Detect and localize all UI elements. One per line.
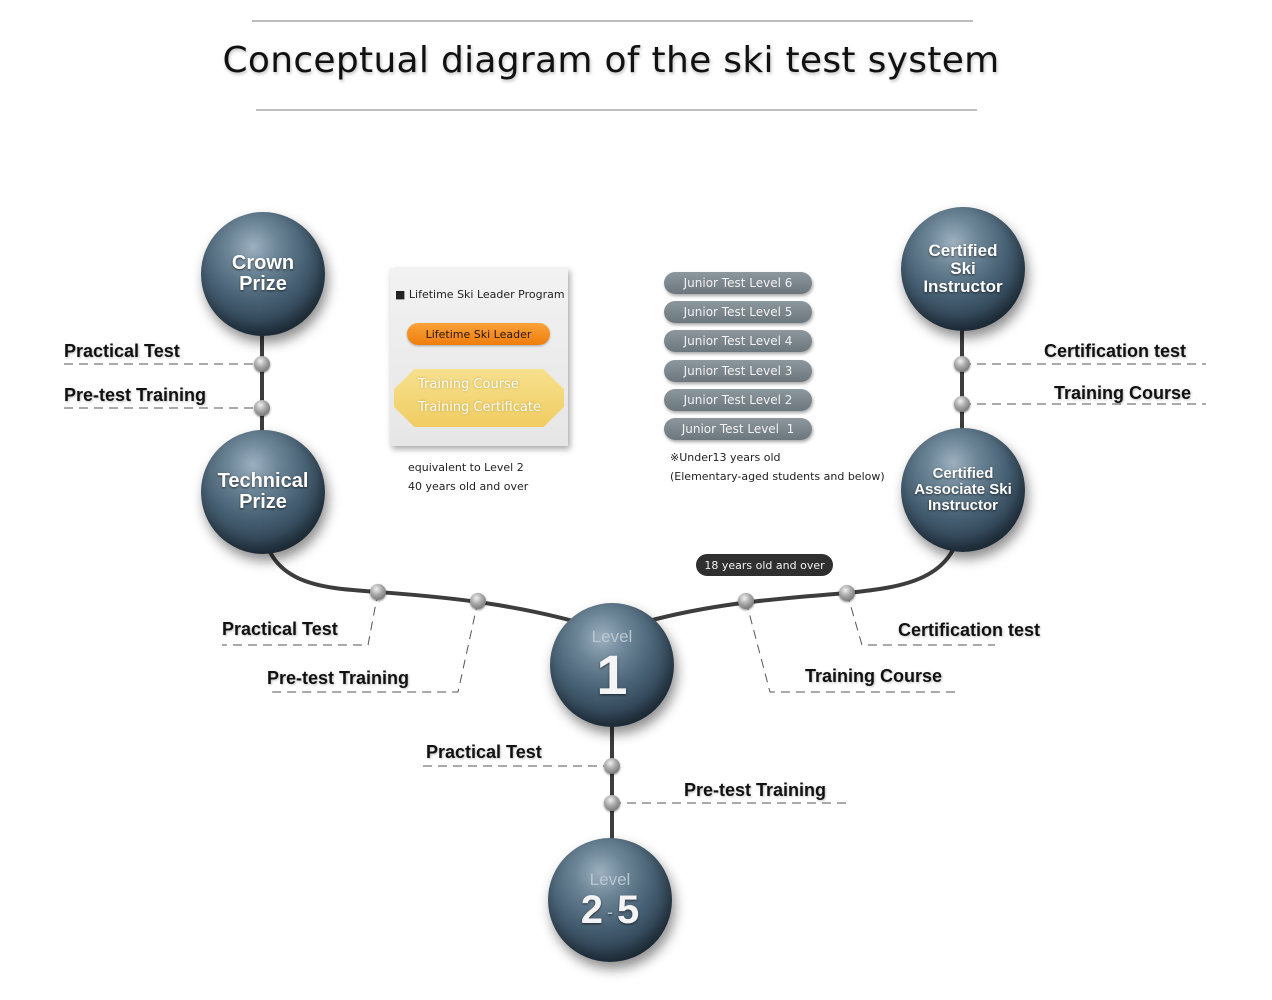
- line-associate-level1: [610, 518, 964, 634]
- lifetime-training-certificate: Training Certificate: [418, 400, 541, 415]
- node-certified-ski-instructor-label: Certified Ski Instructor: [923, 241, 1003, 296]
- label-bottom-practical-test: Practical Test: [426, 742, 542, 762]
- lifetime-training-course: Training Course: [418, 377, 519, 392]
- lifetime-program-title: ■ Lifetime Ski Leader Program: [395, 288, 565, 301]
- node-level-2-5: Level 2-5: [548, 838, 672, 962]
- junior-note-elementary: (Elementary-aged students and below): [670, 470, 885, 483]
- label-right-top-certification-test: Certification test: [1044, 341, 1187, 361]
- node-certified-ski-instructor: Certified Ski Instructor: [901, 207, 1025, 331]
- label-left-top-pretest-training: Pre-test Training: [64, 385, 207, 405]
- lifetime-ski-leader-badge: Lifetime Ski Leader: [407, 323, 550, 345]
- node-level-2-5-label: Level: [589, 870, 631, 889]
- knob-left-top-pretest: [254, 400, 270, 416]
- node-level-2-5-from: 2: [580, 888, 603, 932]
- label-right-mid-certification-test: Certification test: [898, 620, 1041, 640]
- lifetime-training-shape: Training Course Training Certificate: [394, 369, 564, 427]
- junior-test-level-6: Junior Test Level 6: [664, 272, 812, 294]
- label-bottom-pretest-training: Pre-test Training: [684, 780, 827, 800]
- node-technical-prize-label: Technical Prize: [217, 470, 309, 513]
- label-right-top-training-course: Training Course: [1054, 383, 1192, 403]
- node-level-2-5-to: 5: [617, 888, 640, 932]
- label-left-mid-pretest-training: Pre-test Training: [267, 668, 410, 688]
- title-rule-bottom: [256, 109, 977, 111]
- knob-right-top-cert: [954, 356, 970, 372]
- knob-right-top-training: [954, 396, 970, 412]
- title-rule-top: [252, 20, 973, 22]
- age-requirement-badge: 18 years old and over: [696, 554, 833, 576]
- leader-right-mid-cert: [846, 592, 995, 646]
- node-level-1: Level 1: [550, 603, 674, 727]
- knob-bottom-practical: [604, 758, 620, 774]
- junior-test-level-3: Junior Test Level 3: [664, 360, 812, 382]
- node-crown-prize-label: Crown Prize: [231, 252, 295, 295]
- junior-test-level-2: Junior Test Level 2: [664, 389, 812, 411]
- leader-right-mid-training: [745, 600, 960, 693]
- leader-left-mid-pretest: [267, 600, 479, 693]
- node-level-1-label: Level: [591, 627, 633, 646]
- leader-left-mid-practical: [222, 591, 379, 646]
- node-level-2-5-sep: -: [607, 902, 613, 923]
- label-left-top-practical-test: Practical Test: [64, 341, 180, 361]
- junior-test-level-4: Junior Test Level 4: [664, 330, 812, 352]
- page-title: Conceptual diagram of the ski test syste…: [222, 40, 1000, 81]
- junior-test-level-5: Junior Test Level 5: [664, 301, 812, 323]
- line-technical-level1: [260, 518, 612, 634]
- lifetime-note-age: 40 years old and over: [408, 480, 529, 493]
- node-level-1-value: 1: [596, 643, 628, 706]
- knob-right-mid-training: [738, 593, 754, 609]
- knob-left-mid-practical: [370, 584, 386, 600]
- junior-note-age: ※Under13 years old: [670, 451, 781, 464]
- node-crown-prize: Crown Prize: [201, 212, 325, 336]
- node-technical-prize: Technical Prize: [201, 430, 325, 554]
- label-right-mid-training-course: Training Course: [805, 666, 943, 686]
- knob-bottom-pretest: [604, 795, 620, 811]
- node-certified-associate-instructor-label: Certified Associate Ski Instructor: [914, 465, 1012, 514]
- node-level-2-5-value: 2-5: [581, 890, 640, 930]
- knob-right-mid-cert: [839, 585, 855, 601]
- lifetime-ski-leader-panel: ■ Lifetime Ski Leader Program Lifetime S…: [390, 268, 568, 446]
- knob-left-top-practical: [254, 356, 270, 372]
- label-left-mid-practical-test: Practical Test: [222, 619, 338, 639]
- node-certified-associate-instructor: Certified Associate Ski Instructor: [901, 428, 1025, 552]
- lifetime-note-equivalent: equivalent to Level 2: [408, 461, 524, 474]
- knob-left-mid-pretest: [470, 593, 486, 609]
- junior-test-level-1: Junior Test Level 1: [664, 418, 812, 440]
